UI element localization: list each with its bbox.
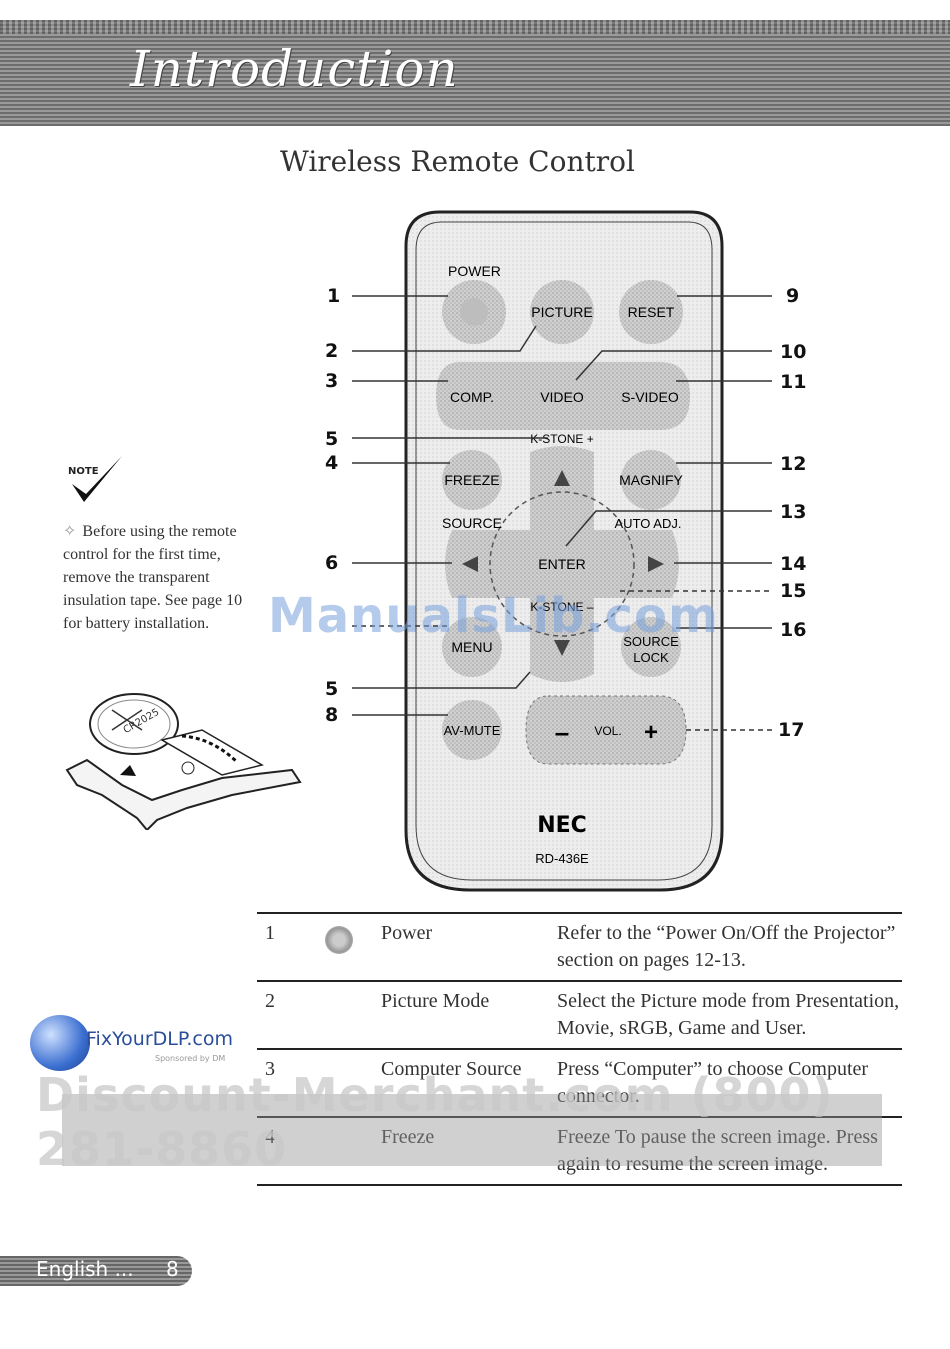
row-description: Select the Picture mode from Presentatio… xyxy=(557,990,900,1039)
source-label: SOURCE xyxy=(442,515,502,531)
arrow-down-icon[interactable] xyxy=(554,640,570,656)
vol-plus-label: + xyxy=(644,719,658,746)
callout-6: 6 xyxy=(325,552,339,574)
table-row: 4 Freeze Freeze To pause the screen imag… xyxy=(257,1117,902,1185)
picture-label: PICTURE xyxy=(531,304,592,320)
row-description: Press “Computer” to choose Computer conn… xyxy=(557,1058,869,1107)
vol-label: VOL. xyxy=(594,724,621,738)
callout-10: 10 xyxy=(780,341,807,363)
arrow-up-icon[interactable] xyxy=(554,470,570,486)
row-description: Refer to the “Power On/Off the Projector… xyxy=(557,922,896,971)
callout-17: 17 xyxy=(778,719,805,741)
power-button[interactable] xyxy=(442,280,506,344)
reset-button[interactable] xyxy=(619,280,683,344)
table-row: 2 Picture Mode Select the Picture mode f… xyxy=(257,981,902,1049)
menu-label: MENU xyxy=(451,639,492,655)
note-label: NOTE xyxy=(68,466,99,477)
remote-control-diagram: POWER PICTURE RESET COMP. VIDEO S-VIDEO … xyxy=(352,210,772,892)
vol-minus-label: – xyxy=(555,717,569,747)
row-name: Freeze xyxy=(381,1126,435,1148)
magnify-button[interactable] xyxy=(621,450,681,510)
row-number: 3 xyxy=(265,1058,275,1080)
callout-16: 16 xyxy=(780,619,807,641)
callout-11: 11 xyxy=(780,371,807,393)
video-label: VIDEO xyxy=(540,389,584,405)
auto-adj-label: AUTO ADJ. xyxy=(615,516,682,531)
row-name: Picture Mode xyxy=(381,990,490,1012)
bullet-icon: ✧ xyxy=(63,523,77,540)
fixyourdlp-logo-icon xyxy=(30,1015,90,1071)
page-footer-tab: English ... 8 xyxy=(0,1256,192,1286)
manualslib-watermark: ManualsLib.com xyxy=(268,588,719,644)
callout-15: 15 xyxy=(780,580,807,602)
av-mute-button[interactable] xyxy=(442,700,502,760)
svideo-label: S-VIDEO xyxy=(621,389,679,405)
enter-label: ENTER xyxy=(538,556,585,572)
arrow-left-icon[interactable] xyxy=(462,556,478,572)
table-row: 1 Power Refer to the “Power On/Off the P… xyxy=(257,913,902,981)
callout-14: 14 xyxy=(780,553,807,575)
discount-merchant-watermark: Discount-Merchant.com (800) 281-8860 xyxy=(36,1068,834,1176)
menu-button[interactable] xyxy=(442,617,502,677)
kstone-plus-label: K-STONE + xyxy=(530,432,593,446)
callout-1: 1 xyxy=(327,285,341,307)
callout-9: 9 xyxy=(786,285,800,307)
footer-language: English ... xyxy=(36,1257,134,1281)
watermark-band xyxy=(62,1094,882,1166)
reset-label: RESET xyxy=(628,304,675,320)
freeze-button[interactable] xyxy=(442,450,502,510)
button-description-table: 1 Power Refer to the “Power On/Off the P… xyxy=(257,912,902,1186)
table-row: 3 Computer Source Press “Computer” to ch… xyxy=(257,1049,902,1117)
checkmark-icon xyxy=(72,456,122,502)
source-lock-label-2: LOCK xyxy=(633,650,669,665)
callout-5a: 5 xyxy=(325,428,339,450)
row-number: 1 xyxy=(265,922,275,944)
callout-4: 4 xyxy=(325,452,339,474)
comp-label: COMP. xyxy=(450,389,494,405)
kstone-minus-label: K-STONE – xyxy=(530,600,593,614)
row-number: 4 xyxy=(265,1126,275,1148)
row-number: 2 xyxy=(265,990,275,1012)
model-label: RD-436E xyxy=(535,851,589,866)
power-icon xyxy=(325,926,353,954)
fixyourdlp-watermark: FixYourDLP.com xyxy=(86,1028,233,1050)
dpad[interactable] xyxy=(445,446,679,682)
fixyourdlp-sponsor: Sponsored by DM xyxy=(155,1054,226,1063)
callout-13: 13 xyxy=(780,501,807,523)
page-title: Introduction xyxy=(130,40,459,98)
note-text: ✧Before using the remote control for the… xyxy=(63,523,243,632)
callout-3: 3 xyxy=(325,370,339,392)
page-number: 8 xyxy=(166,1257,179,1281)
magnify-label: MAGNIFY xyxy=(619,472,683,488)
row-name: Computer Source xyxy=(381,1058,522,1080)
callout-2: 2 xyxy=(325,340,339,362)
source-lock-button[interactable] xyxy=(621,617,681,677)
freeze-label: FREEZE xyxy=(444,472,499,488)
power-label: POWER xyxy=(448,263,501,279)
callout-8: 8 xyxy=(325,704,339,726)
section-title: Wireless Remote Control xyxy=(280,145,635,178)
source-button-group[interactable] xyxy=(436,362,690,430)
picture-button[interactable] xyxy=(530,280,594,344)
row-description: Freeze To pause the screen image. Press … xyxy=(557,1126,878,1175)
battery-illustration: CR2025 xyxy=(65,693,302,830)
arrow-right-icon[interactable] xyxy=(648,556,664,572)
row-name: Power xyxy=(381,922,433,944)
header-banner: Introduction xyxy=(0,20,950,126)
volume-button[interactable] xyxy=(525,695,687,765)
callout-12: 12 xyxy=(780,453,807,475)
brand-logo: NEC xyxy=(537,813,587,838)
callout-5b: 5 xyxy=(325,678,339,700)
source-lock-label-1: SOURCE xyxy=(623,634,679,649)
av-mute-label: AV-MUTE xyxy=(444,723,501,738)
